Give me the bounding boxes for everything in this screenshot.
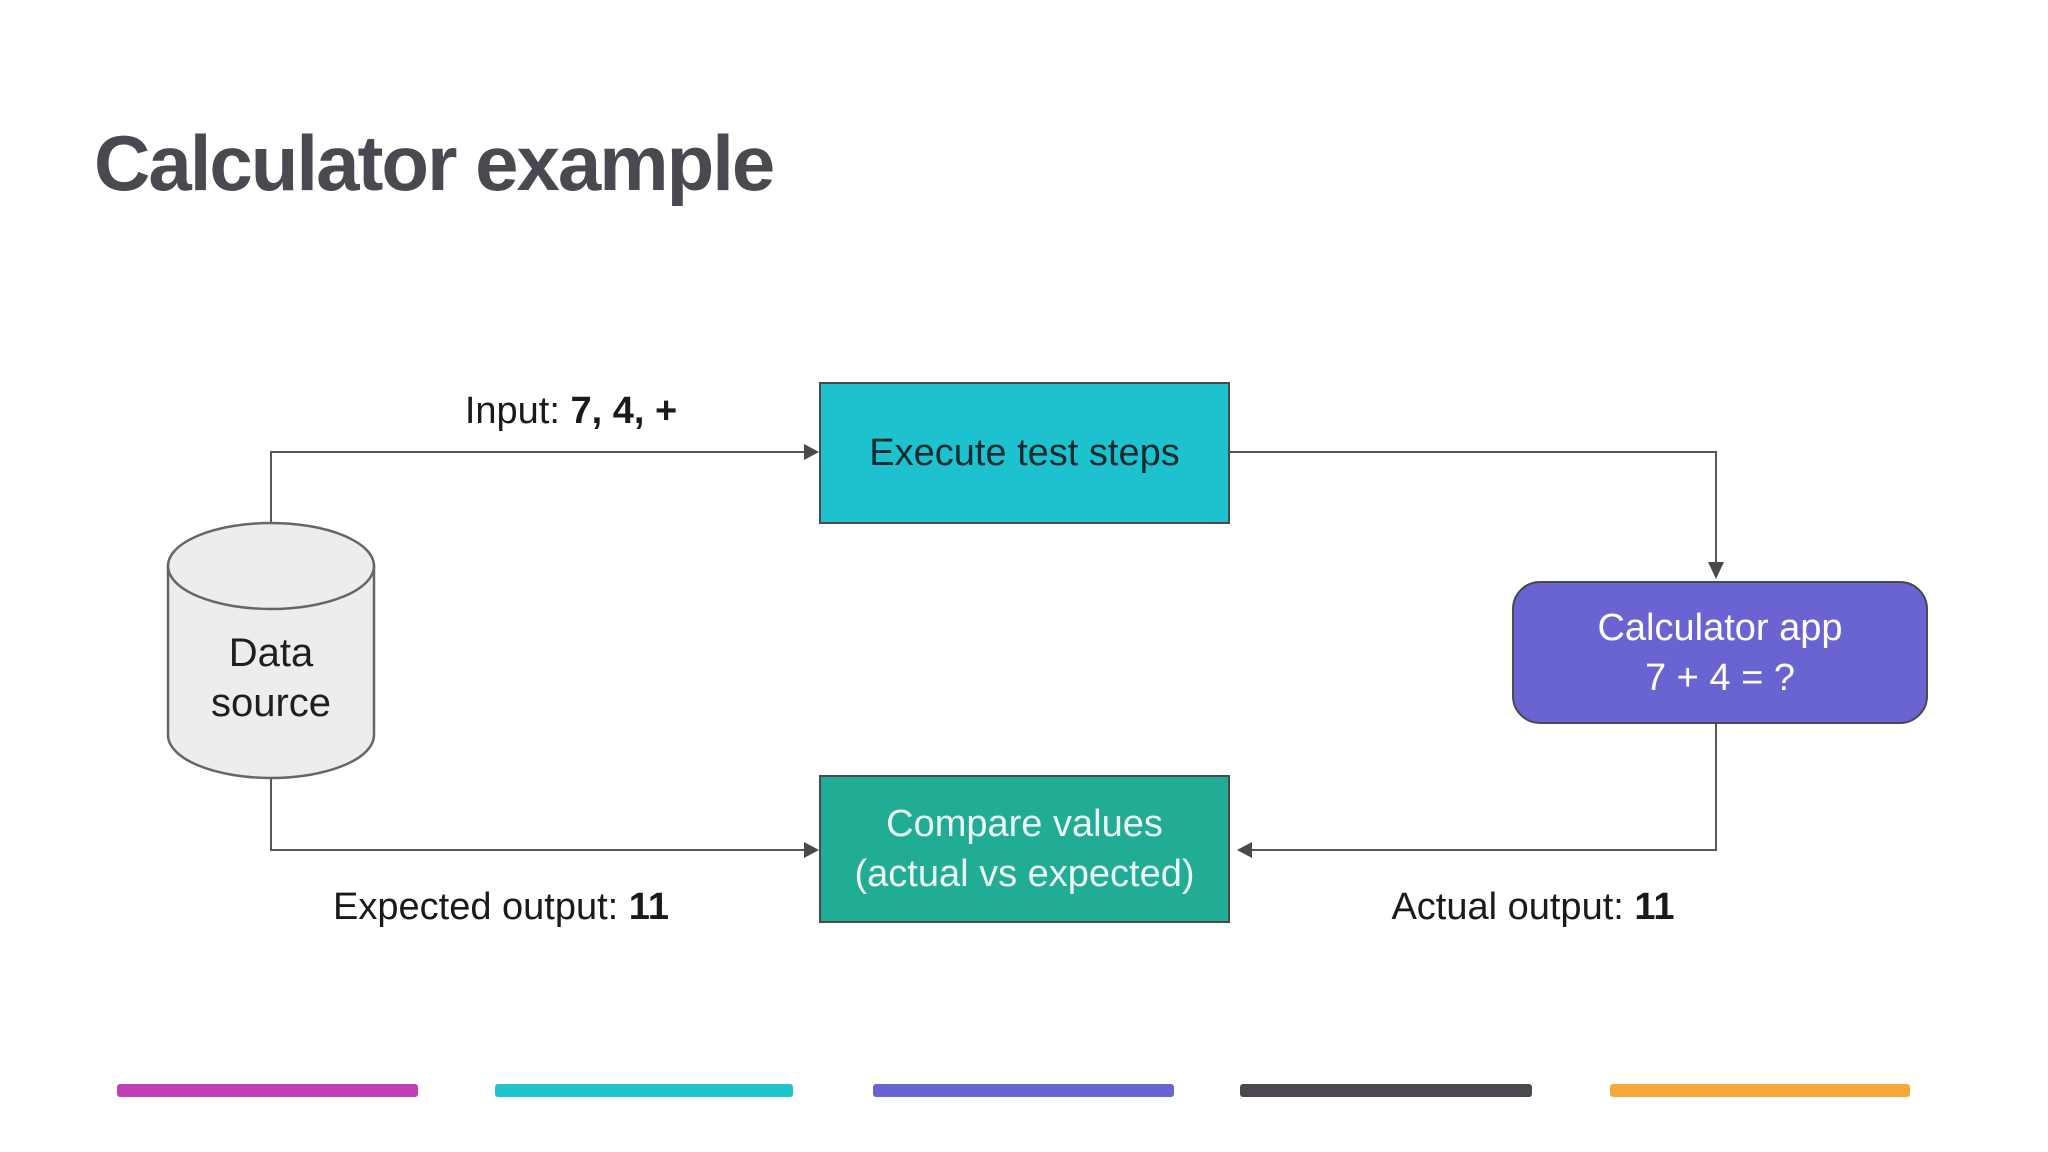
calculator-app-box: Calculator app 7 + 4 = ? [1512, 581, 1928, 724]
connector-expected-output [270, 778, 804, 851]
actual-output-value: 11 [1634, 886, 1675, 928]
calculator-app-label-line2: 7 + 4 = ? [1644, 656, 1795, 699]
input-label-value: 7, 4, + [570, 390, 678, 432]
accent-bar-orange [1610, 1084, 1910, 1097]
connector-to-calculator [1230, 451, 1717, 562]
calculator-app-label-line1: Calculator app [1597, 606, 1843, 649]
data-source-label-line2: source [210, 681, 332, 725]
arrowhead-expected-output [804, 842, 819, 858]
connector-actual-output [1252, 724, 1717, 851]
actual-output-edge-label: Actual output: 11 [1233, 886, 1833, 929]
data-source-label-line1: Data [228, 631, 314, 675]
input-label-prefix: Input: [464, 390, 571, 432]
arrowhead-actual-output [1237, 842, 1252, 858]
execute-test-steps-label: Execute test steps [869, 432, 1180, 474]
expected-output-edge-label: Expected output: 11 [201, 886, 801, 929]
accent-bar-magenta [117, 1084, 418, 1097]
connector-input [270, 451, 804, 522]
execute-test-steps-box: Execute test steps [819, 382, 1230, 524]
arrowhead-to-calculator [1708, 562, 1724, 579]
data-source-cylinder [166, 521, 376, 780]
accent-bar-teal [495, 1084, 793, 1097]
accent-bar-purple [873, 1084, 1174, 1097]
compare-values-label-line1: Compare values [886, 803, 1163, 845]
actual-output-prefix: Actual output: [1391, 886, 1635, 928]
expected-output-prefix: Expected output: [333, 886, 629, 928]
cylinder-body [166, 566, 376, 780]
arrowhead-input [804, 444, 819, 460]
accent-bar-dark [1240, 1084, 1532, 1097]
cylinder-top [166, 521, 376, 611]
data-source-label: Data source [168, 628, 374, 728]
expected-output-value: 11 [628, 886, 669, 928]
slide-title: Calculator example [94, 119, 775, 207]
compare-values-box: Compare values (actual vs expected) [819, 775, 1230, 923]
input-edge-label: Input: 7, 4, + [271, 390, 871, 433]
compare-values-label-line2: (actual vs expected) [854, 853, 1195, 895]
